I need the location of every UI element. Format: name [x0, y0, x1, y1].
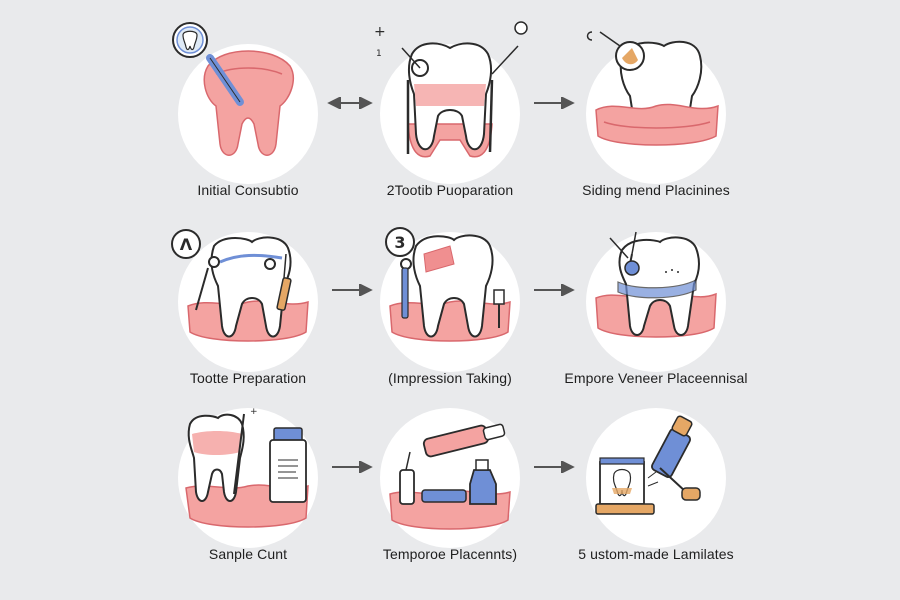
step-circle: [172, 22, 318, 184]
custom-laminate-kit-icon: [595, 415, 701, 515]
tooth-probe-icon: [172, 22, 294, 156]
step-label: Tootte Preparation: [189, 370, 307, 386]
tooth-with-gums-icon: [586, 31, 719, 146]
step-label: Empore Veneer Placeennisal: [564, 370, 748, 386]
step-label: Sanple Cunt: [208, 546, 288, 562]
step-circle: Λ: [171, 229, 318, 372]
svg-text:+: +: [250, 407, 258, 417]
step-label: Temporoe Placennts): [382, 546, 518, 562]
step-badge: Λ: [180, 235, 193, 254]
step-circle: [586, 408, 726, 548]
right-arrow-icon: [532, 96, 576, 114]
svg-text:+: +: [374, 24, 386, 40]
tooth-veneer-icon: [595, 231, 717, 338]
step-label: 5 ustom-made Lamilates: [578, 546, 734, 562]
step-label: Initial Consubtio: [197, 182, 299, 198]
step-circle: [586, 31, 726, 184]
step-label: Siding mend Placinines: [582, 182, 730, 198]
right-arrow-icon: [532, 283, 576, 301]
step-circle: 3: [380, 227, 520, 372]
tooth-sample-bottle-icon: +: [185, 407, 309, 528]
step-circle: [586, 231, 726, 372]
step-circle: + 1: [374, 21, 528, 184]
svg-text:1: 1: [376, 49, 382, 59]
step-circle: [380, 408, 520, 548]
step-circle: +: [178, 407, 318, 548]
step-label: (Impression Taking): [388, 370, 512, 386]
right-arrow-icon: [330, 283, 374, 301]
right-arrow-icon: [330, 460, 374, 478]
step-label: 2Tootib Puoparation: [386, 182, 514, 198]
tooth-impression-icon: 3: [385, 227, 511, 342]
double-arrow-icon: [326, 96, 374, 114]
temporary-placement-tools-icon: [389, 423, 511, 530]
tooth-drill-icon: Λ: [171, 229, 309, 342]
step-badge: 3: [394, 233, 405, 252]
tooth-preparation-tools-icon: + 1: [374, 21, 528, 158]
right-arrow-icon: [532, 460, 576, 478]
